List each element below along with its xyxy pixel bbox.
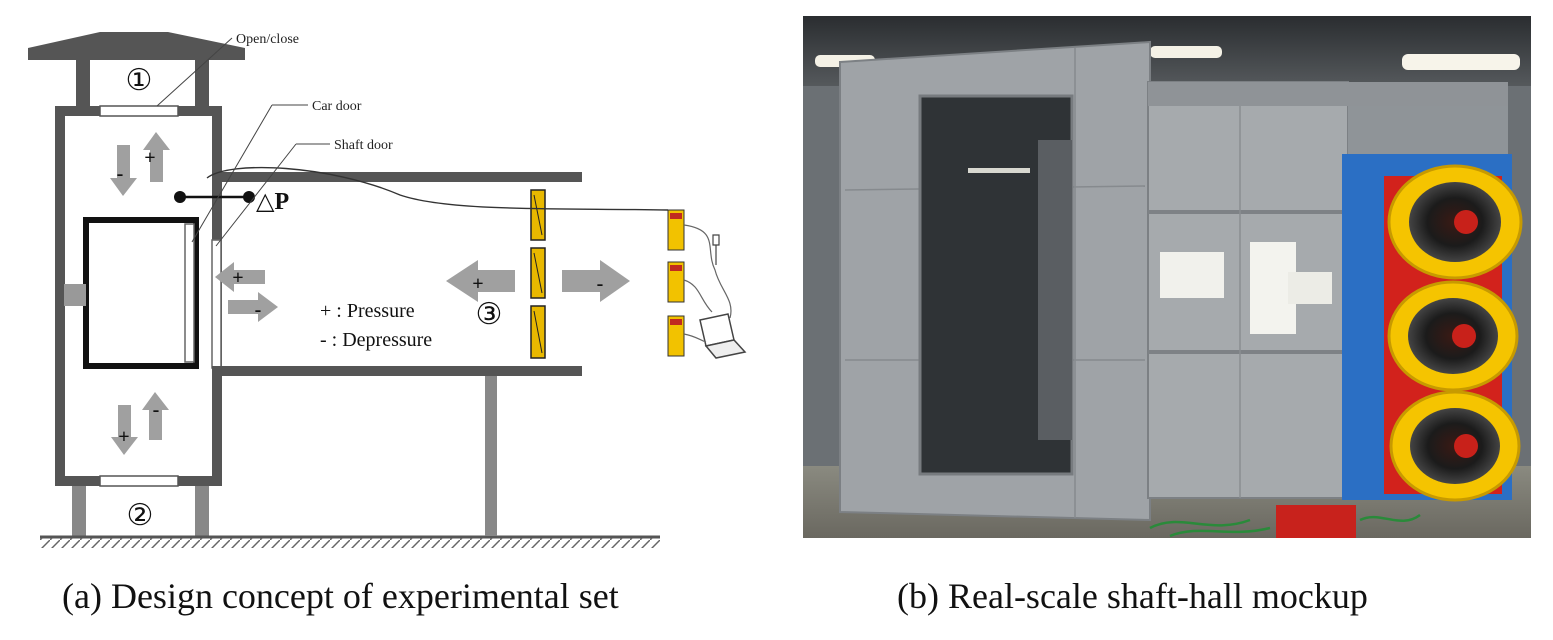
leader-open-close xyxy=(156,37,233,107)
door-arrow-left xyxy=(215,262,265,292)
bottom-column-left xyxy=(72,486,86,536)
bottom-vent-opening xyxy=(99,475,179,487)
leader-shaft-door xyxy=(215,143,297,247)
marker-three: ③ xyxy=(476,298,503,331)
door-arrow-right xyxy=(228,292,278,322)
caption-b: (b) Real-scale shaft-hall mockup xyxy=(897,576,1368,616)
shaft-arrow-up-top xyxy=(143,132,170,182)
red-equipment-case xyxy=(1276,505,1356,538)
posted-paper-1 xyxy=(1160,252,1224,298)
depressure-legend: - : Depressure xyxy=(320,329,432,351)
hall-plus-sign: + xyxy=(472,273,483,295)
leader-car-door xyxy=(191,104,273,243)
fan-bottom xyxy=(1389,390,1521,502)
marker-one: ① xyxy=(126,64,153,97)
hall-arrow-right xyxy=(562,260,630,302)
caption-a: (a) Design concept of experimental set xyxy=(62,576,619,616)
ceiling-light-mid xyxy=(1150,46,1222,58)
fan-stack xyxy=(530,189,546,359)
usb-plug-icon xyxy=(712,234,720,265)
shaft-door-label: Shaft door xyxy=(334,138,393,153)
car-door-label: Car door xyxy=(312,99,362,114)
ceiling-light-right xyxy=(1402,54,1520,70)
marker-two: ② xyxy=(127,499,154,532)
fan-top xyxy=(1387,164,1523,280)
hall-support-column xyxy=(485,376,497,536)
shaft-arrow-up-bottom xyxy=(142,392,169,440)
shaft-arrow-down-top xyxy=(110,145,137,196)
panel-b-photo: (b) Real-scale shaft-hall mockup xyxy=(803,16,1531,616)
door-plus-sign: + xyxy=(232,267,243,289)
door-minus-sign: - xyxy=(255,299,262,321)
top-column-left xyxy=(76,60,90,106)
car-door-panel xyxy=(184,223,195,363)
open-close-label: Open/close xyxy=(236,32,299,47)
shaft-bottom-minus-sign: - xyxy=(153,399,160,421)
laptop-icon xyxy=(699,313,747,359)
car-side-stub xyxy=(64,284,86,306)
shaft-top-minus-sign: - xyxy=(117,163,124,185)
meter-cables xyxy=(683,224,732,343)
floor-cables xyxy=(1149,513,1421,538)
pressure-legend: + : Pressure xyxy=(320,300,415,322)
elevator-car xyxy=(83,217,199,369)
top-vent-opening xyxy=(99,105,179,117)
hall-arrow-left xyxy=(446,260,515,302)
fan-middle xyxy=(1387,280,1519,392)
shaft-arrow-down-bottom xyxy=(111,405,138,455)
pressure-meters xyxy=(667,209,685,357)
hall-floor xyxy=(212,366,582,376)
delta-p-label: △P xyxy=(256,189,289,215)
shaft-door xyxy=(211,239,222,369)
sensor-tube xyxy=(206,166,669,211)
shaft-bottom-plus-sign: + xyxy=(118,426,129,448)
ground-hatch xyxy=(40,538,660,548)
shaft-roof xyxy=(28,32,245,60)
panel-a-diagram: + - + - + - + - xyxy=(28,32,747,616)
hall-ceiling xyxy=(212,172,582,182)
shaft-top-plus-sign: + xyxy=(144,147,155,169)
top-column-right xyxy=(195,60,209,106)
hall-minus-sign: - xyxy=(597,273,604,295)
posted-paper-3 xyxy=(1288,272,1332,304)
bottom-column-right xyxy=(195,486,209,536)
